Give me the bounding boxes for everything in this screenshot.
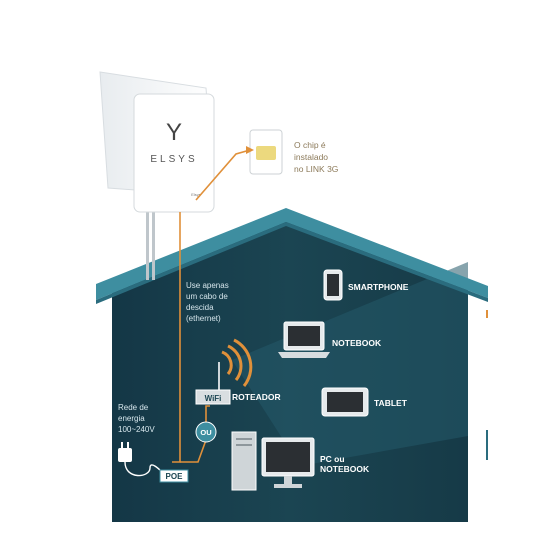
power-note-line-1: Rede de bbox=[118, 403, 149, 412]
smartphone-label: SMARTPHONE bbox=[348, 282, 409, 292]
pc: PC ou NOTEBOOK bbox=[231, 431, 370, 491]
svg-text:um cabo de: um cabo de bbox=[186, 292, 228, 301]
chip-note-line-3: no LINK 3G bbox=[294, 164, 338, 174]
cable-to-chip bbox=[195, 149, 251, 201]
tablet: TABLET bbox=[321, 387, 408, 417]
chip-note-line-2: instalado bbox=[294, 152, 328, 162]
plug-pin-1 bbox=[121, 442, 123, 448]
antenna-logo-letter: Y bbox=[166, 119, 182, 146]
antenna-brand: ELSYS bbox=[150, 154, 197, 165]
pc-label-line-2: NOTEBOOK bbox=[320, 464, 370, 474]
svg-text:descida: descida bbox=[186, 303, 214, 312]
antenna-mast-2 bbox=[152, 200, 155, 280]
svg-text:(ethernet): (ethernet) bbox=[186, 314, 221, 323]
svg-text:POE: POE bbox=[166, 472, 184, 481]
plug-pin-2 bbox=[127, 442, 129, 448]
pc-tower-icon bbox=[231, 431, 257, 491]
tablet-label: TABLET bbox=[374, 398, 408, 408]
house-roof bbox=[96, 208, 488, 300]
router: WiFi ROTEADOR bbox=[195, 338, 281, 405]
svg-text:Use apenas: Use apenas bbox=[186, 281, 229, 290]
wifi-beam bbox=[232, 262, 468, 466]
antenna: Y ELSYS Elsys bbox=[99, 71, 215, 280]
power-note-line-3: 100~240V bbox=[118, 425, 155, 434]
router-body bbox=[195, 389, 231, 405]
svg-text:OU: OU bbox=[200, 428, 211, 437]
power-cord bbox=[124, 461, 163, 477]
sim-chip: O chip é instalado no LINK 3G bbox=[249, 129, 338, 175]
or-badge: OU bbox=[195, 421, 217, 443]
edge-speck-2 bbox=[486, 430, 488, 460]
antenna-body bbox=[133, 93, 215, 213]
router-badge: WiFi bbox=[205, 394, 222, 403]
router-antenna bbox=[218, 362, 220, 390]
power: Rede de energia 100~240V bbox=[118, 403, 163, 477]
cable-note: Use apenas um cabo de descida (ethernet) bbox=[186, 281, 229, 323]
power-note-line-2: energia bbox=[118, 414, 145, 423]
pc-label-line-1: PC ou bbox=[320, 454, 345, 464]
antenna-small-mark: Elsys bbox=[191, 192, 201, 197]
poe-injector: POE bbox=[159, 469, 189, 483]
notebook: NOTEBOOK bbox=[278, 321, 382, 358]
edge-speck-1 bbox=[486, 310, 488, 318]
smartphone: SMARTPHONE bbox=[323, 269, 409, 301]
power-plug-icon bbox=[118, 448, 132, 462]
house bbox=[96, 208, 488, 522]
notebook-label: NOTEBOOK bbox=[332, 338, 382, 348]
chip-note-line-1: O chip é bbox=[294, 140, 326, 150]
antenna-mast bbox=[146, 200, 149, 280]
sim-contact bbox=[256, 146, 276, 160]
router-label: ROTEADOR bbox=[232, 392, 281, 402]
cable-arrow-head bbox=[246, 146, 254, 154]
wifi-signal-icon bbox=[221, 338, 253, 387]
